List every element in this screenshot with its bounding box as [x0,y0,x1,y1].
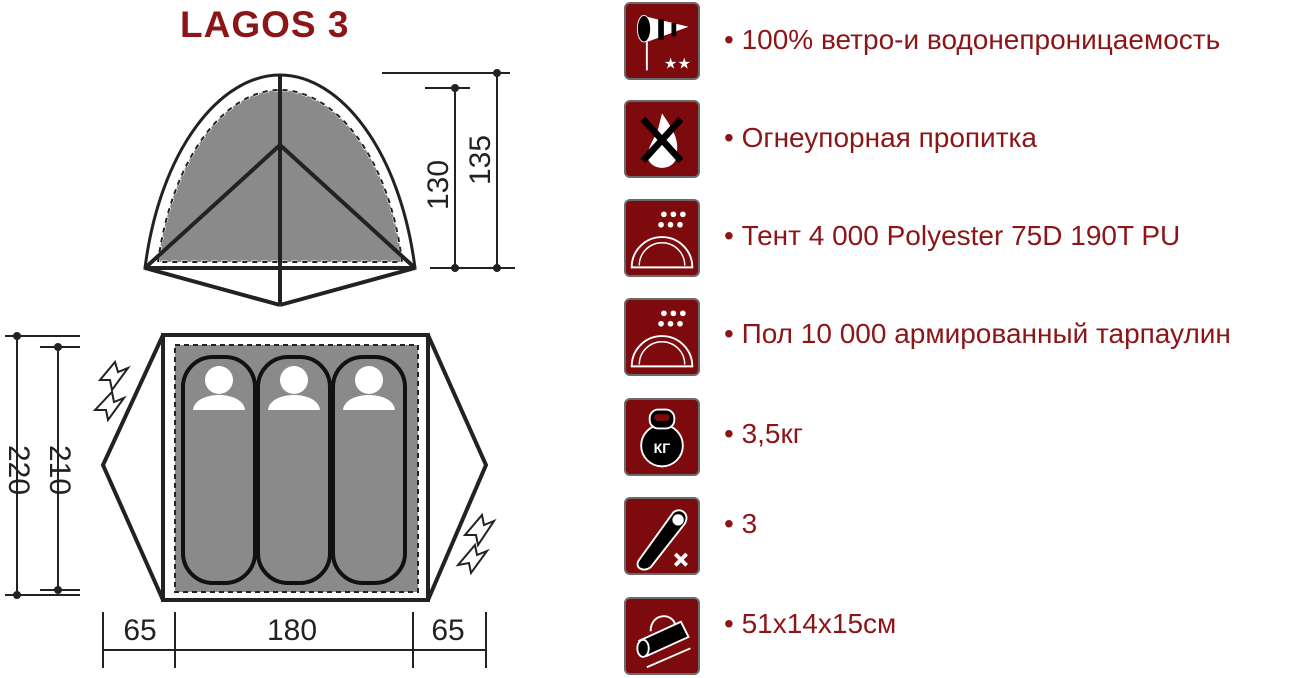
length-outer-label: 220 [2,445,35,495]
width-dimension-lines [102,612,487,668]
length-inner-label: 210 [43,445,76,495]
rain-floor-icon [624,298,700,376]
kettlebell-label: КГ [654,441,671,457]
feature-text: • Тент 4 000 Polyester 75D 190T PU [724,220,1181,251]
vestibule-right-label: 65 [431,614,464,647]
feature-text: • 3,5кг [724,418,803,449]
feature-text: • 100% ветро-и водонепроницаемость [724,24,1221,55]
product-title: LAGOS 3 [180,4,350,45]
bag-size-icon [624,597,700,675]
sleeping-bag-outline [331,355,407,585]
feature-text: • 3 [724,508,758,539]
vestibule-left-label: 65 [123,614,156,647]
feature-text: • Пол 10 000 армированный тарпаулин [724,318,1231,349]
height-dimension-lines [382,69,515,272]
height-outer-label: 135 [464,135,497,185]
svg-text:★★: ★★ [664,55,691,72]
tent-diagram: 130 135 210 220 65 180 65 [2,69,515,668]
kettlebell-icon: КГ [624,398,700,476]
feature-text: • 51х14х15см [724,608,897,639]
entrance-arrows-icon [92,359,497,576]
height-inner-label: 130 [422,160,455,210]
sleeping-bag-outline [256,355,332,585]
sleeping-bag-outline [181,355,257,585]
sleeping-bag-icon [624,497,700,575]
tent-floor-plan [100,333,489,602]
windsock-icon: ★★ [624,2,700,80]
feature-text: • Огнеупорная пропитка [724,122,1037,153]
tent-side-view [143,73,417,307]
width-label: 180 [267,614,317,647]
fireproof-icon [624,100,700,178]
length-dimension-lines [5,332,80,599]
rain-tent-icon [624,199,700,277]
